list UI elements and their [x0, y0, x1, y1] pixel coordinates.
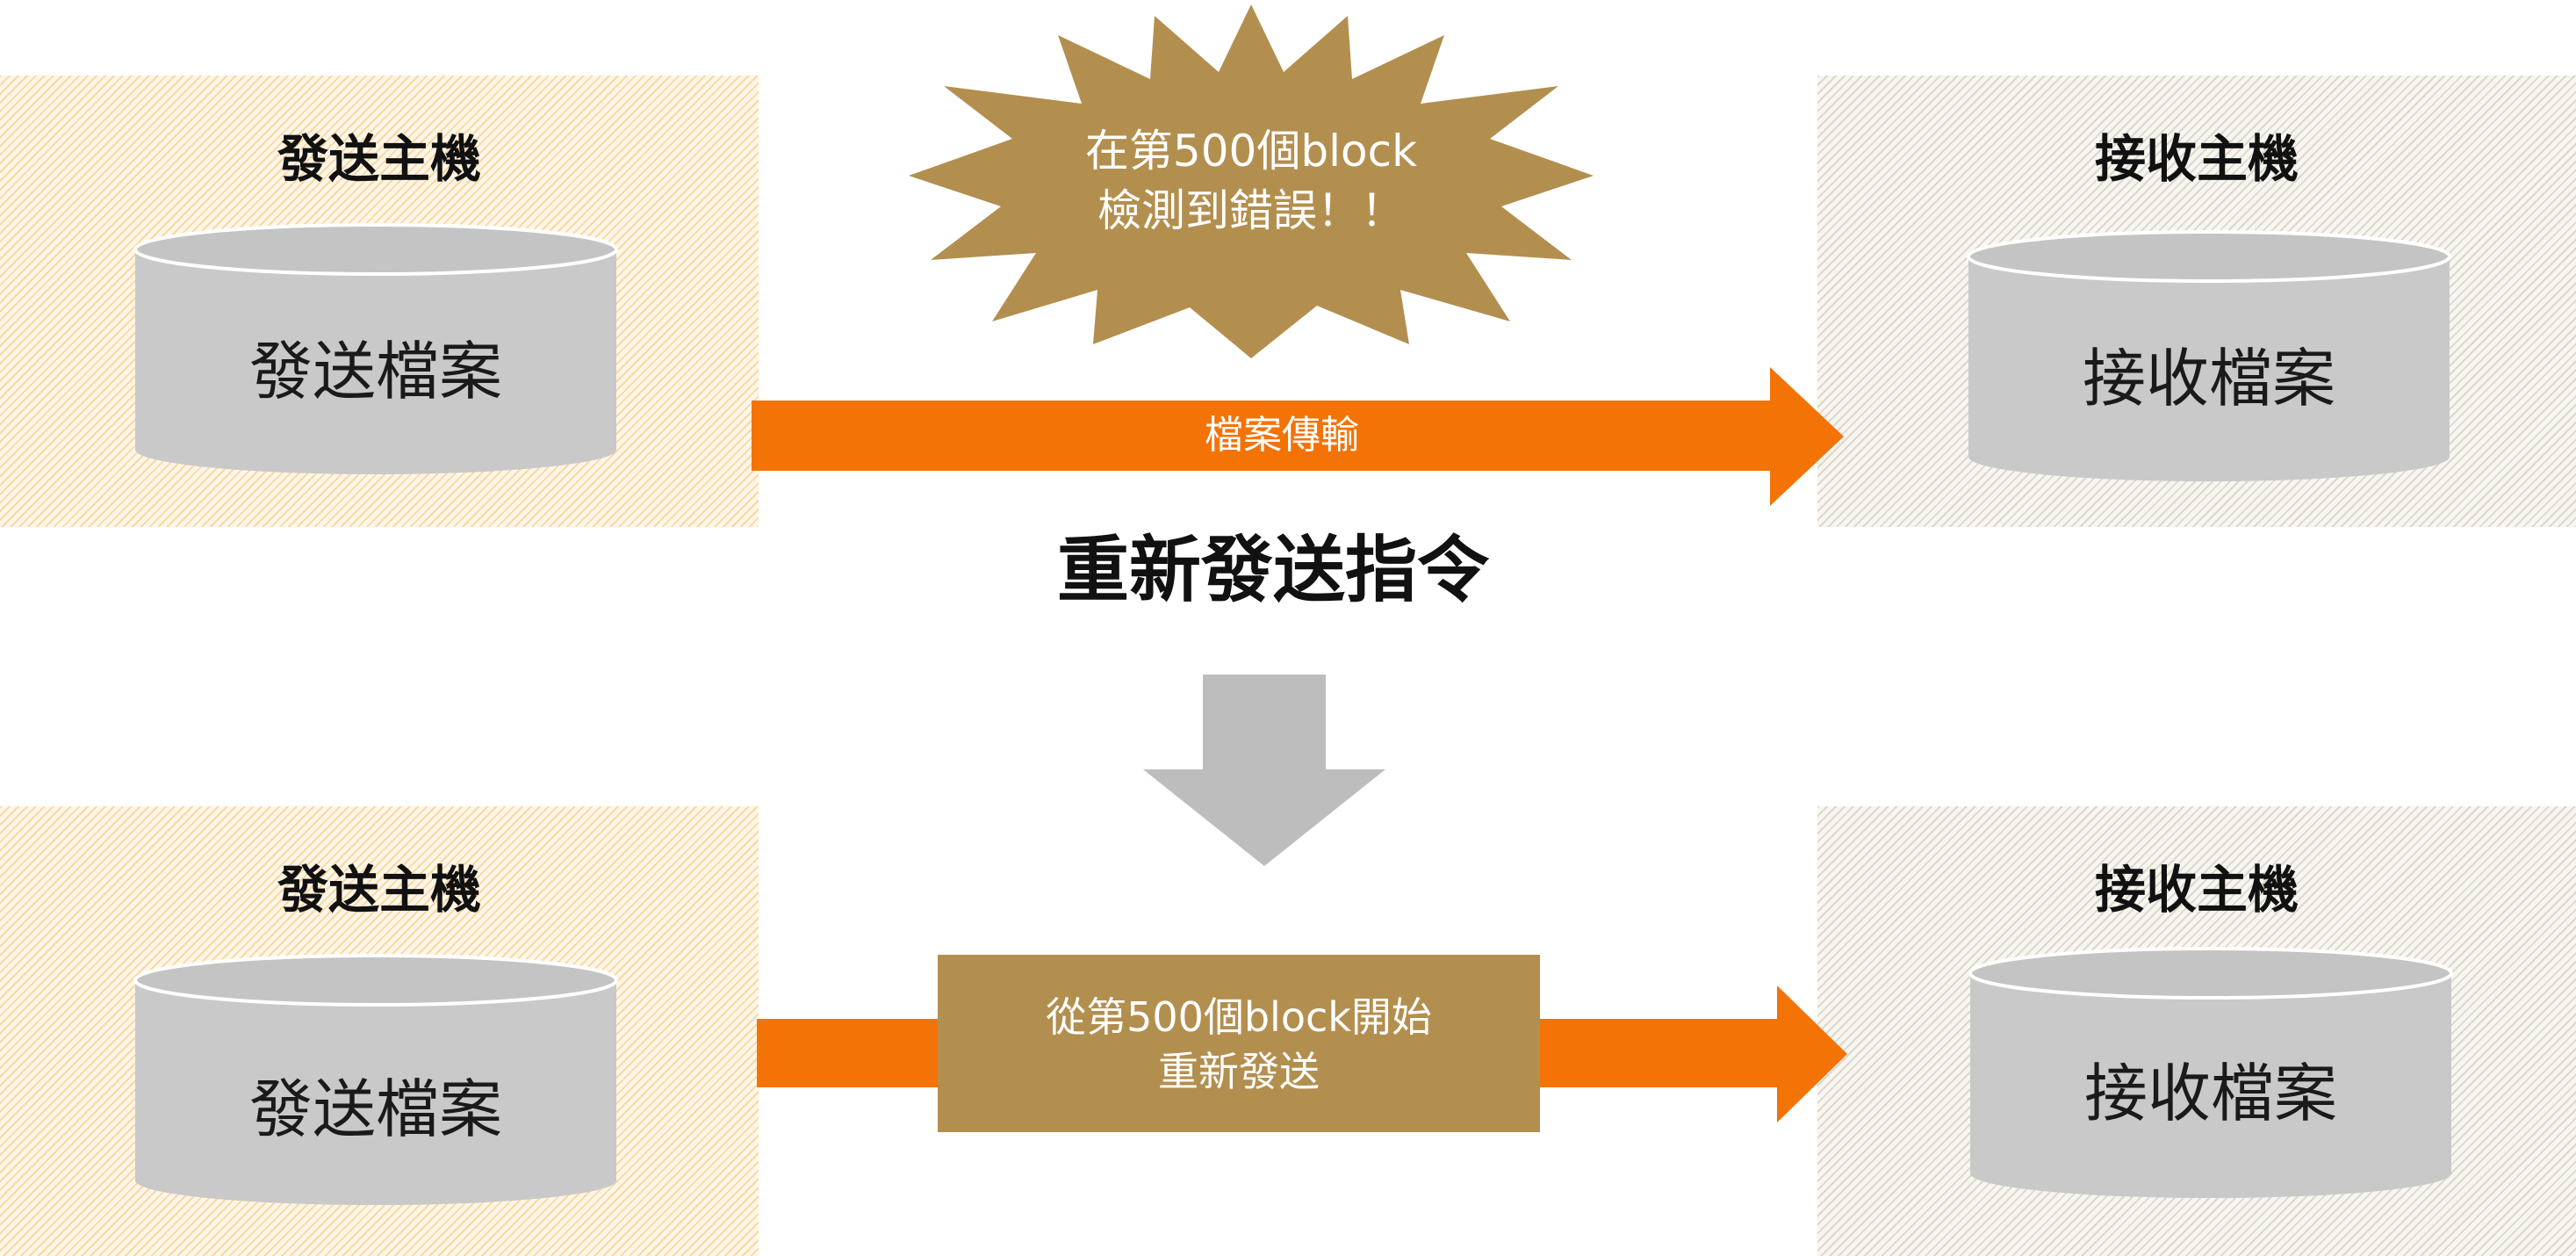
- resend-box-line2: 重新發送: [1158, 1048, 1320, 1095]
- down-arrow-icon: [1143, 675, 1385, 866]
- top-sender-file-label: 發送檔案: [248, 335, 502, 408]
- error-burst-line2: 檢測到錯誤！！: [1097, 185, 1405, 236]
- top-receiver-file-cylinder: 接收檔案: [1965, 230, 2453, 485]
- database-icon: [1968, 947, 2453, 1198]
- database-icon: [133, 223, 618, 474]
- transfer-arrow-icon: [752, 367, 1844, 506]
- error-burst-shape: [909, 4, 1594, 358]
- resend-from-block-box: 從第500個block開始 重新發送: [938, 955, 1540, 1132]
- resend-box-line1: 從第500個block開始: [1046, 993, 1432, 1041]
- bottom-receiver-panel: 接收主機 接收檔案: [1817, 806, 2576, 1256]
- top-receiver-panel: 接收主機 接收檔案: [1817, 76, 2576, 527]
- top-receiver-title: 接收主機: [2094, 129, 2299, 189]
- error-burst-text: 在第500個block 檢測到錯誤！！: [992, 121, 1510, 241]
- bottom-receiver-file-label: 接收檔案: [2083, 1057, 2337, 1130]
- database-icon: [1967, 230, 2451, 481]
- bottom-receiver-file-cylinder: 接收檔案: [1967, 947, 2455, 1202]
- resend-box-text: 從第500個block開始 重新發送: [938, 990, 1540, 1099]
- top-receiver-file-label: 接收檔案: [2082, 342, 2335, 415]
- bottom-sender-file-label: 發送檔案: [248, 1072, 502, 1146]
- bottom-sender-file-cylinder: 發送檔案: [132, 954, 620, 1209]
- database-icon: [133, 954, 618, 1205]
- bottom-sender-title: 發送主機: [277, 860, 481, 920]
- resend-command-title: 重新發送指令: [1056, 529, 1489, 612]
- bottom-sender-panel: 發送主機 發送檔案: [0, 806, 759, 1256]
- top-sender-panel: 發送主機 發送檔案: [0, 76, 759, 527]
- bottom-receiver-title: 接收主機: [2094, 860, 2299, 920]
- error-burst-line1: 在第500個block: [1084, 126, 1418, 177]
- top-sender-file-cylinder: 發送檔案: [132, 223, 620, 478]
- top-sender-title: 發送主機: [277, 129, 481, 189]
- file-transfer-label: 檔案傳輸: [1205, 413, 1359, 458]
